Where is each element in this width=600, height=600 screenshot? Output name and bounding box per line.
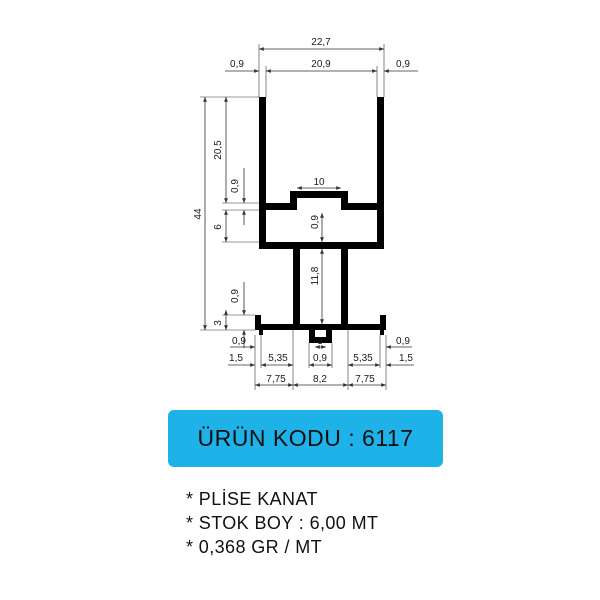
dim-bottom-left-inner: 5,35 xyxy=(268,353,288,364)
centre-dimensions: 10 0,9 11,8 xyxy=(297,177,341,324)
top-dimensions: 22,7 20,9 0,9 0,9 xyxy=(225,37,418,97)
dim-height-upper: 20,5 xyxy=(213,140,224,160)
dim-bottom-center-wall: 0,9 xyxy=(313,353,327,364)
product-spec-list: * PLİSE KANAT * STOK BOY : 6,00 MT * 0,3… xyxy=(186,487,378,559)
dim-slot-width: 10 xyxy=(313,177,325,188)
dim-height-six: 6 xyxy=(213,224,224,230)
spec-item-stock-length: * STOK BOY : 6,00 MT xyxy=(186,513,379,533)
dim-foot-height: 3 xyxy=(213,320,224,326)
dim-wall-mid: 0,9 xyxy=(230,179,241,193)
profile-technical-drawing: 22,7 20,9 0,9 0,9 44 20,5 0,9 6 0,9 3 10 xyxy=(193,37,418,390)
product-code-text: ÜRÜN KODU : 6117 xyxy=(197,425,414,451)
dim-bottom-right-inner: 5,35 xyxy=(353,353,373,364)
product-code-badge: ÜRÜN KODU : 6117 xyxy=(168,410,443,467)
dim-bottom-left-edge: 0,9 xyxy=(232,336,246,347)
left-dimensions: 44 20,5 0,9 6 0,9 3 xyxy=(193,96,259,348)
dim-bottom-right-outer: 1,5 xyxy=(399,353,413,364)
dim-height-total: 44 xyxy=(193,208,204,220)
dim-wall-right: 0,9 xyxy=(396,59,410,70)
dim-bottom-right-total: 7,75 xyxy=(355,374,375,385)
dim-foot-wall: 0,9 xyxy=(230,289,241,303)
dim-total-width: 22,7 xyxy=(311,37,331,48)
dim-wall-left: 0,9 xyxy=(230,59,244,70)
dim-stem-height: 11,8 xyxy=(310,266,321,285)
dim-bottom-left-outer: 1,5 xyxy=(229,353,243,364)
aluminium-profile-section xyxy=(255,97,386,343)
dim-bottom-right-edge: 0,9 xyxy=(396,336,410,347)
dim-web-thickness: 0,9 xyxy=(310,215,321,229)
dim-bottom-center-gap: 3 xyxy=(317,336,323,347)
dim-bottom-left-total: 7,75 xyxy=(266,374,286,385)
dim-bottom-center-total: 8,2 xyxy=(313,374,327,385)
dim-inner-width: 20,9 xyxy=(311,59,331,70)
spec-item-product-name: * PLİSE KANAT xyxy=(186,489,318,509)
bottom-dimensions: 0,9 3 0,9 1,5 5,35 0,9 5,35 1,5 7,75 8,2… xyxy=(228,330,414,390)
spec-item-weight: * 0,368 GR / MT xyxy=(186,537,323,557)
